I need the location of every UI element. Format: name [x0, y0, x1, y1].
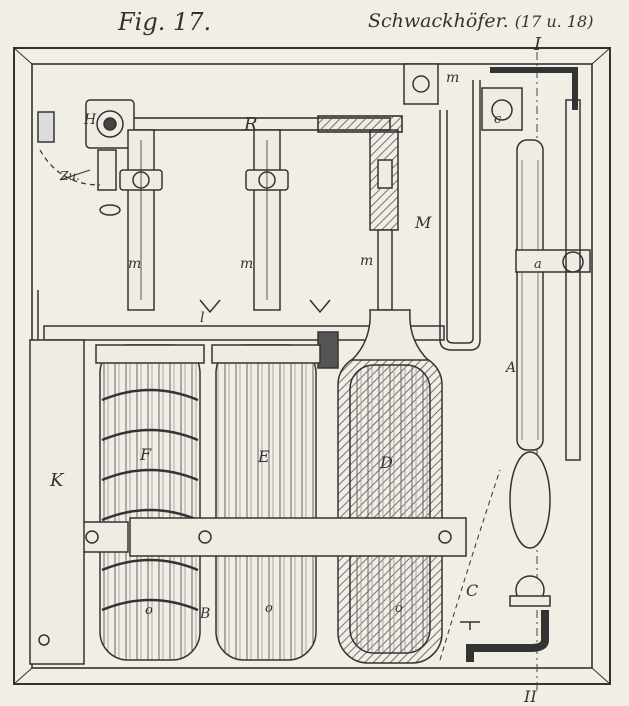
vessel-D	[337, 309, 443, 664]
measuring-burette-A	[481, 67, 591, 607]
label-o3: o	[395, 601, 403, 616]
label-F: F	[139, 445, 152, 464]
tie-bar-l	[43, 299, 445, 369]
author-name: Schwackhöfer.	[368, 10, 509, 32]
label-c: c	[494, 112, 502, 127]
label-II: II	[523, 687, 537, 706]
label-m2: m	[240, 256, 253, 272]
author-reference: (17 u. 18)	[514, 12, 594, 31]
label-I: I	[533, 34, 542, 55]
label-E: E	[257, 447, 270, 466]
outlet-pipe-C	[439, 469, 549, 662]
support-bar	[57, 517, 467, 557]
label-o2: o	[265, 601, 273, 616]
label-l: l	[200, 310, 204, 326]
manometer-M	[403, 63, 481, 351]
vessel-F	[95, 344, 205, 661]
label-m3: m	[360, 253, 373, 269]
burette-stand-E	[245, 129, 289, 311]
label-zu: Zu.	[59, 169, 80, 183]
label-a: a	[534, 257, 542, 272]
label-A: A	[504, 360, 516, 376]
label-M: M	[414, 213, 432, 232]
label-m1: m	[128, 256, 141, 272]
label-K: K	[49, 470, 65, 491]
reservoir-K	[29, 290, 85, 665]
label-R: R	[243, 114, 258, 135]
vessel-E	[211, 344, 321, 661]
label-C: C	[466, 581, 478, 600]
burette-stand-F	[119, 129, 163, 311]
burette-stand-D	[369, 129, 399, 311]
label-m-top: m	[446, 70, 459, 86]
valve-H	[37, 99, 135, 216]
label-H: H	[83, 112, 97, 128]
figure-label: Fig. 17.	[118, 8, 212, 36]
label-D: D	[379, 453, 393, 472]
top-pipe-R	[99, 115, 403, 133]
author-caption: Schwackhöfer. (17 u. 18)	[368, 10, 593, 32]
label-o1: o	[145, 603, 153, 618]
label-B: B	[199, 606, 210, 622]
